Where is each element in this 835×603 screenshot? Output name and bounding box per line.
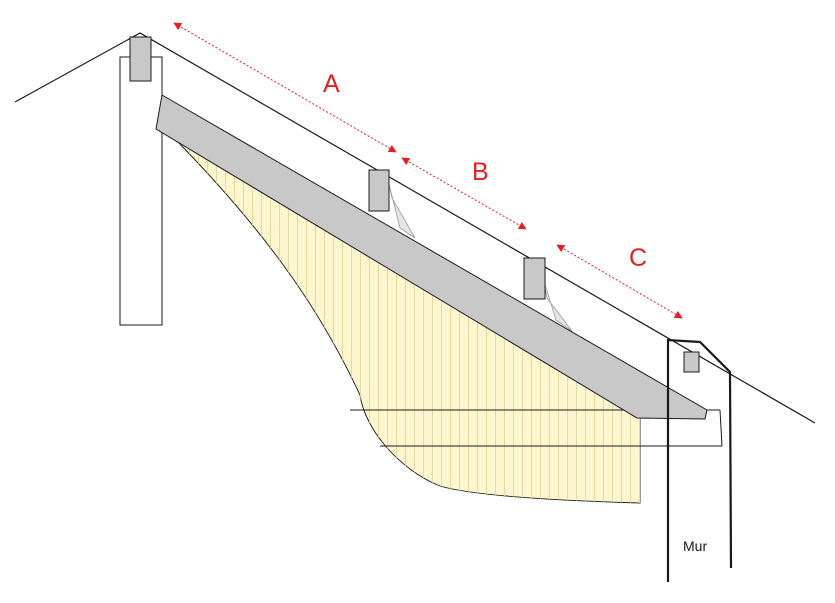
rafter [155,94,708,420]
purlin-bracket-2 [542,277,573,332]
wall-left-edge [666,338,733,582]
dimension-arrow-a [173,22,397,153]
dimension-arrow-c [556,244,683,319]
ridge-purlin [129,36,152,82]
wall-plate [683,351,700,373]
purlin-1 [368,169,390,212]
span-b-label: B [472,158,489,186]
ceiling-line-end [719,409,723,447]
insulation-hatching [170,134,640,503]
purlin-2 [523,257,546,300]
span-c-label: C [629,244,647,272]
span-a-label: A [323,70,340,98]
ridge-post [119,56,163,326]
dimension-arrow-b [401,157,527,230]
wall-label: Mur [683,538,707,554]
